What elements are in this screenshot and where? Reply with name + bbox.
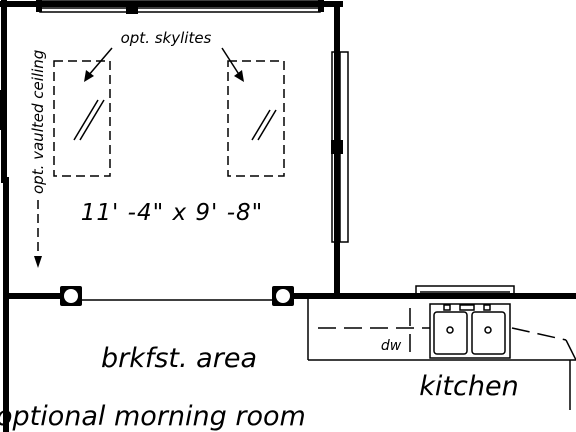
kitchen-sink <box>429 303 511 359</box>
vaulted-ceiling-label: opt. vaulted ceiling <box>29 50 47 194</box>
kitchen-label: kitchen <box>419 371 518 402</box>
vaulted-ceiling-arrow <box>34 200 42 268</box>
posts <box>60 286 294 306</box>
skylite-arrows <box>84 47 244 82</box>
breakfast-area-label: brkfst. area <box>101 343 257 374</box>
morning-room-label: optional morning room <box>0 401 306 432</box>
skylight-right <box>227 60 285 177</box>
skylight-left <box>53 60 111 177</box>
dishwasher-label: dw <box>381 338 402 354</box>
kitchen-counter <box>307 285 576 410</box>
skylites-label: opt. skylites <box>121 29 212 47</box>
room-dimensions: 11' -4" x 9' -8" <box>81 200 263 226</box>
